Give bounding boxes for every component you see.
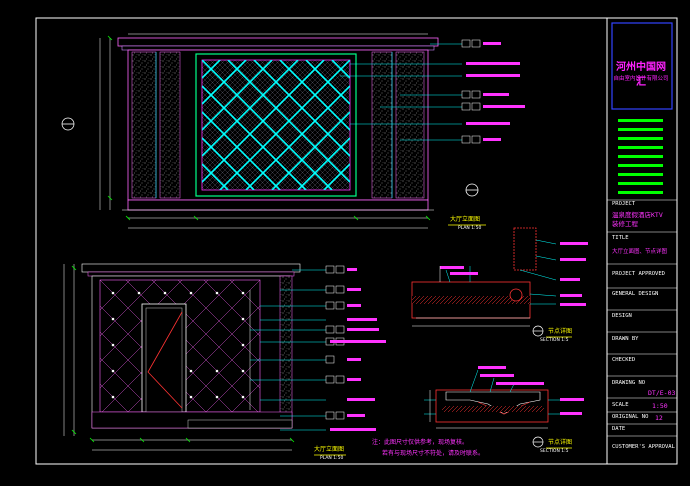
detail1-title: 节点详图 bbox=[548, 328, 573, 335]
title-label: TITLE bbox=[612, 235, 629, 241]
bottom-elevation bbox=[63, 263, 386, 451]
original-value: 12 bbox=[655, 414, 663, 422]
top-view-scale: PLAN 1:50 bbox=[458, 226, 482, 231]
drawing-no-value: DT/E-03 bbox=[648, 389, 676, 397]
detail1-scale: SECTION 1:5 bbox=[540, 338, 569, 343]
drawing-no-label: DRAWING NO bbox=[612, 380, 646, 386]
checked-label: CHECKED bbox=[612, 357, 636, 363]
project-value: 温泉度假酒店KTV bbox=[612, 211, 663, 219]
scale-value: 1:50 bbox=[652, 402, 668, 410]
design-value: DESIGN bbox=[612, 313, 632, 319]
original-label: ORIGINAL NO bbox=[612, 414, 649, 420]
company-subtitle: 自由室内设计有限公司 bbox=[613, 76, 669, 82]
detail-section-2 bbox=[424, 366, 584, 448]
top-view-title: 大厅立面图 bbox=[450, 216, 481, 223]
date-label: DATE bbox=[612, 426, 626, 432]
note-line-1: 注：此图尺寸仅供参考，现场复核。 bbox=[372, 439, 469, 446]
project-value-2: 装修工程 bbox=[612, 220, 638, 228]
scale-label: SCALE bbox=[612, 402, 629, 408]
titleblock-bars bbox=[618, 119, 663, 194]
customer-approval-label: CUSTOMER'S APPROVAL bbox=[612, 444, 675, 450]
bottom-view-title: 大厅立面图 bbox=[314, 446, 345, 453]
titleblock-frame bbox=[606, 17, 678, 465]
project-label: PROJECT bbox=[612, 201, 636, 207]
note-line-2: 若有与现场尺寸不符处，请及时联系。 bbox=[382, 450, 485, 457]
company-box bbox=[611, 22, 673, 110]
titleblock-dividers bbox=[607, 199, 677, 437]
design-label: GENERAL DESIGN bbox=[612, 291, 659, 297]
company-name: 河州中国网汇 bbox=[616, 62, 666, 88]
title-value: 大厅立面图、节点详图 bbox=[612, 249, 668, 255]
bottom-view-scale: PLAN 1:50 bbox=[320, 456, 344, 461]
detail2-scale: SECTION 1:5 bbox=[540, 449, 569, 454]
detail2-title: 节点详图 bbox=[548, 439, 573, 446]
drawn-label: DRAWN BY bbox=[612, 336, 639, 342]
top-elevation bbox=[61, 33, 525, 229]
detail-section-1 bbox=[411, 227, 588, 337]
approved-label: PROJECT APPROVED bbox=[612, 271, 665, 277]
